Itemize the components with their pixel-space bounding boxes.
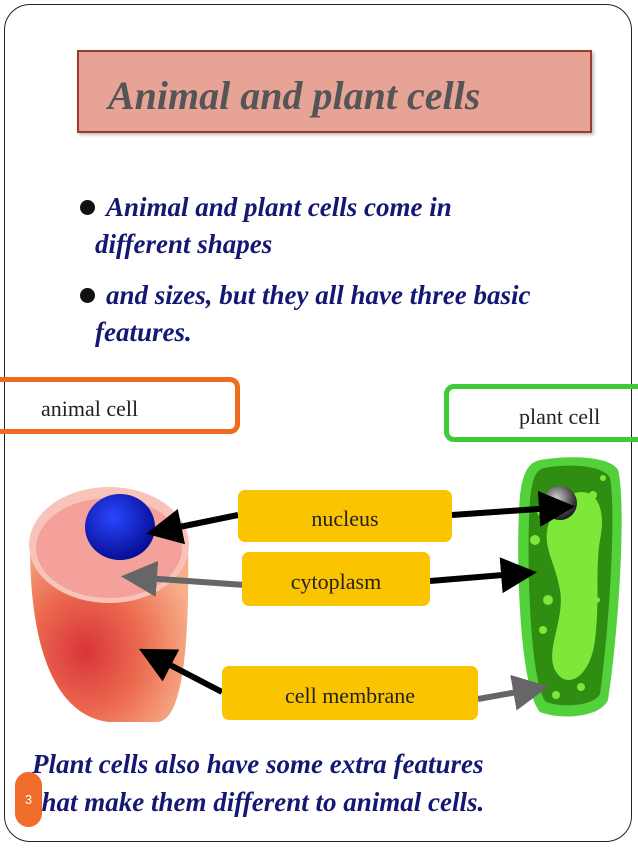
plant-cell-label-box: plant cell <box>444 384 638 442</box>
bullet-2-line-2: features. <box>95 317 192 347</box>
arrow-cytoplasm-plant <box>429 557 537 594</box>
plant-cell-label: plant cell <box>519 404 601 429</box>
animal-cell-label: animal cell <box>41 396 139 421</box>
animal-cell-image <box>29 487 189 722</box>
animal-nucleus-icon <box>85 494 155 560</box>
arrow-membrane-animal <box>139 648 224 695</box>
arrow-cytoplasm-animal <box>121 560 246 597</box>
arrow-nucleus-animal <box>146 508 239 545</box>
bullet-1-line-1: Animal and plant cells come in <box>106 192 452 222</box>
plant-nucleus-icon <box>543 486 577 520</box>
bullet-dot <box>80 288 95 303</box>
arrow-membrane-plant <box>477 674 549 711</box>
slide-frame <box>4 4 632 842</box>
animal-cell-label-box: animal cell <box>0 377 240 434</box>
nucleus-label: nucleus <box>238 490 452 542</box>
footer-line-1: Plant cells also have some extra feature… <box>32 749 484 779</box>
footer-line-2: that make them different to animal cells… <box>34 787 485 817</box>
slide-number-badge: 3 <box>15 772 42 827</box>
bullet-dot <box>80 200 95 215</box>
plant-cell-image <box>518 457 622 717</box>
bullet-2-line-1: and sizes, but they all have three basic <box>106 280 531 310</box>
title-box <box>77 50 592 133</box>
arrow-nucleus-plant <box>451 490 575 527</box>
bullet-1-line-2: different shapes <box>95 229 273 259</box>
slide-title: Animal and plant cells <box>108 73 481 118</box>
cell-membrane-label: cell membrane <box>222 666 478 720</box>
cytoplasm-label: cytoplasm <box>242 552 430 606</box>
